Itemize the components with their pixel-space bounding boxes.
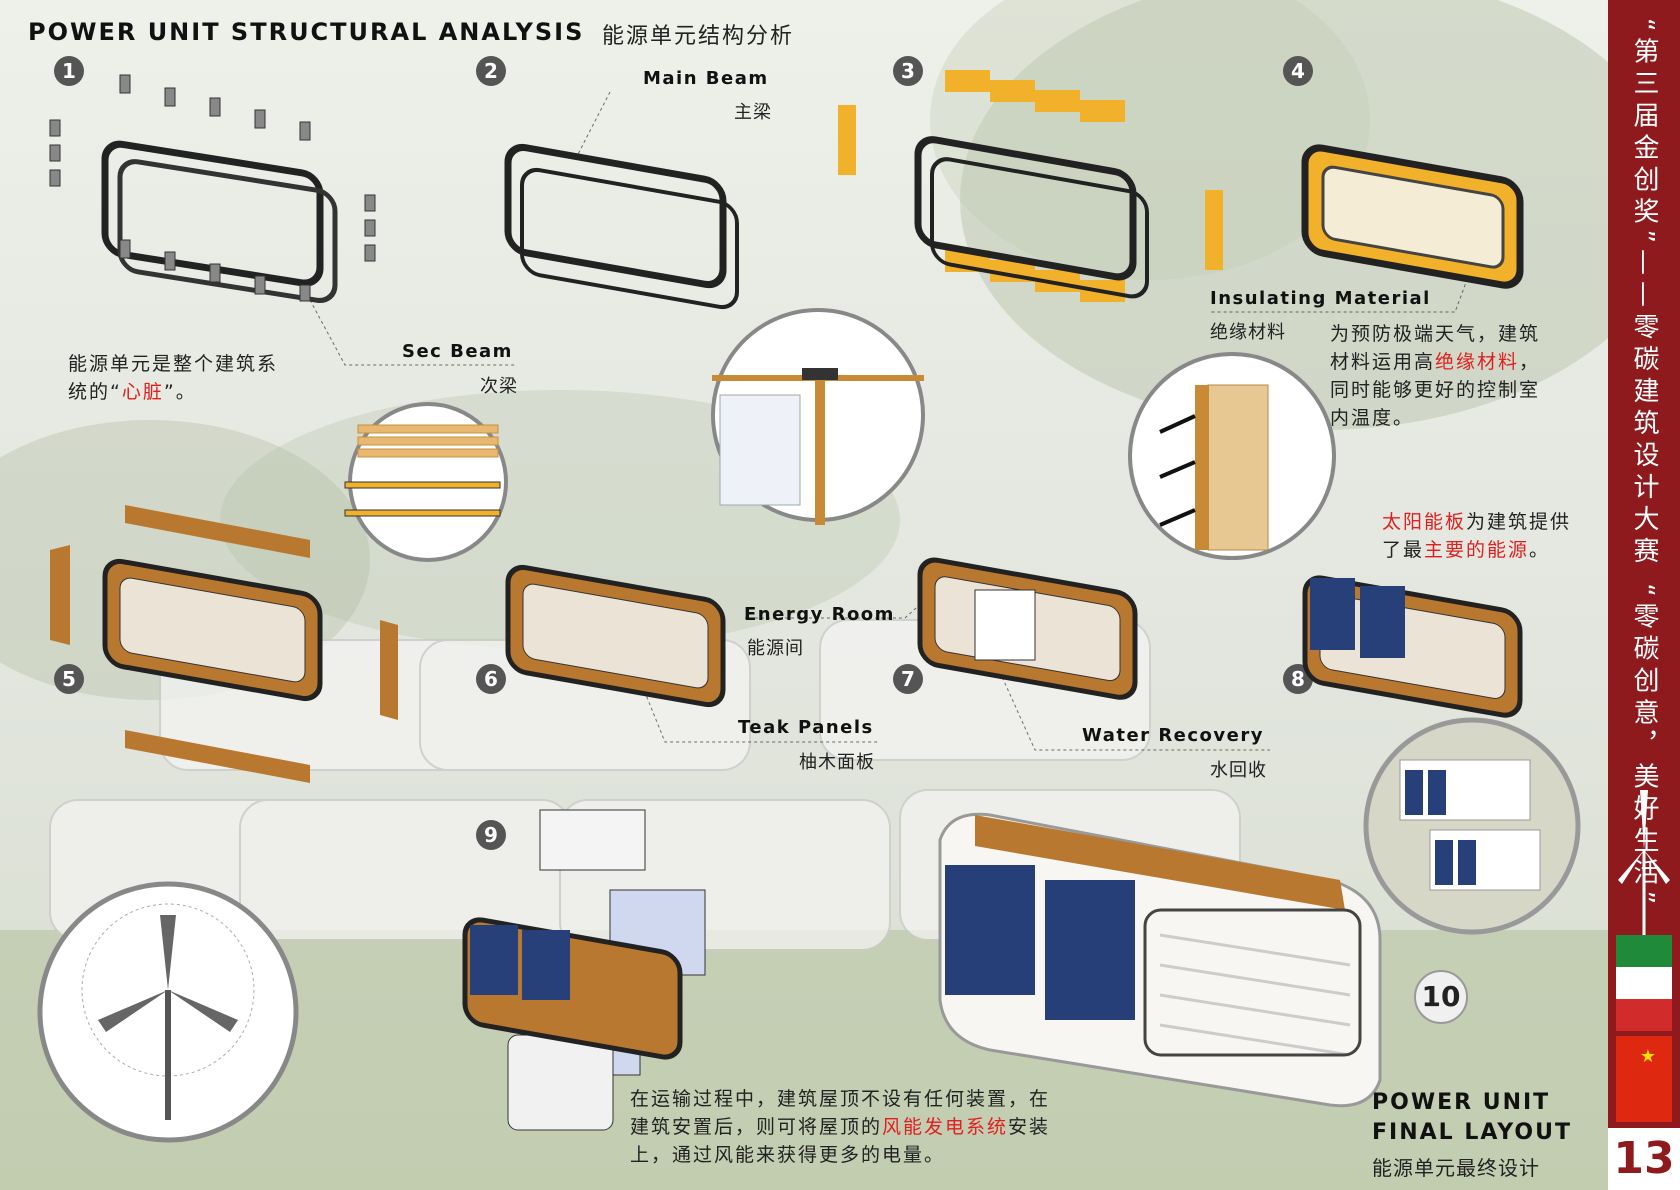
sidebar-graphics: ★ <box>1616 790 1672 1122</box>
step-7-energy-room <box>917 557 1138 700</box>
label-sec-beam: Sec Beam <box>402 341 513 362</box>
china-flag-icon: ★ <box>1616 1036 1672 1122</box>
label-energy-room: Energy Room <box>744 604 895 625</box>
step-1-frame-diagram <box>49 74 376 303</box>
step-2-badge: 2 <box>476 56 506 86</box>
sidebar-wind-turbine-icon <box>1618 790 1670 940</box>
step-7-badge: 7 <box>893 664 923 694</box>
step-6-badge: 6 <box>476 664 506 694</box>
detail-circle-wall-section <box>1128 352 1336 560</box>
step-5-badge: 5 <box>54 664 84 694</box>
label-main-beam-cn: 主梁 <box>734 102 772 123</box>
step-3-badge: 3 <box>893 56 923 86</box>
label-insulating-cn: 绝缘材料 <box>1210 322 1286 343</box>
page-number: 13 <box>1608 1128 1680 1190</box>
step-6-teak-frame <box>505 564 726 708</box>
page-title: POWER UNIT STRUCTURAL ANALYSIS <box>28 18 585 46</box>
label-water: Water Recovery <box>1082 725 1264 746</box>
label-water-cn: 水回收 <box>1210 760 1267 781</box>
detail-circle-roof-joint <box>711 308 925 525</box>
final-layout-cn: 能源单元最终设计 <box>1372 1156 1540 1180</box>
sidebar: ★ <box>1608 0 1680 1190</box>
step-9-exploded-assembly <box>462 809 706 1131</box>
detail-circle-slats <box>344 402 508 562</box>
page-title-cn: 能源单元结构分析 <box>602 24 795 49</box>
wind-text: 在运输过程中，建筑屋顶不设有任何装置，在建筑安置后，则可将屋顶的风能发电系统安装… <box>630 1088 1051 1166</box>
step-9-badge: 9 <box>476 820 506 850</box>
step-10-badge: 10 <box>1414 970 1468 1024</box>
step-10-final-unit <box>938 812 1382 1108</box>
step-3-insulation-diagram <box>838 70 1223 302</box>
italy-flag-icon <box>1616 935 1672 1031</box>
label-sec-beam-cn: 次梁 <box>480 376 518 397</box>
final-layout-line2: FINAL LAYOUT <box>1372 1120 1572 1145</box>
sidebar-title: “第三届金创奖”——零碳建筑设计大赛 “零碳创意，美好生活” <box>1629 18 1659 911</box>
step-4-badge: 4 <box>1283 56 1313 86</box>
step-8-solar-panels <box>1302 575 1523 718</box>
detail-circle-final-photo <box>1363 717 1581 935</box>
step-1-badge: 1 <box>54 56 84 86</box>
step-4-insulated-frame <box>1301 144 1524 289</box>
insulation-text: 为预防极端天气，建筑材料运用高绝缘材料，同时能够更好的控制室内温度。 <box>1330 323 1541 429</box>
label-teak-cn: 柚木面板 <box>799 752 875 773</box>
label-teak: Teak Panels <box>738 717 874 738</box>
final-layout-line1: POWER UNIT <box>1372 1090 1551 1115</box>
svg-text:★: ★ <box>1640 1046 1656 1067</box>
structural-diagrams <box>37 70 1581 1143</box>
detail-circle-wind-turbine <box>37 881 299 1143</box>
step-5-teak-cladding <box>50 505 398 783</box>
label-main-beam: Main Beam <box>643 68 769 89</box>
solar-text: 太阳能板为建筑提供了最主要的能源。 <box>1382 511 1572 561</box>
heart-text: 能源单元是整个建筑系统的“心脏”。 <box>68 353 279 403</box>
label-energy-room-cn: 能源间 <box>747 638 804 659</box>
step-2-main-beam-diagram <box>504 143 739 310</box>
label-insulating: Insulating Material <box>1210 288 1431 309</box>
